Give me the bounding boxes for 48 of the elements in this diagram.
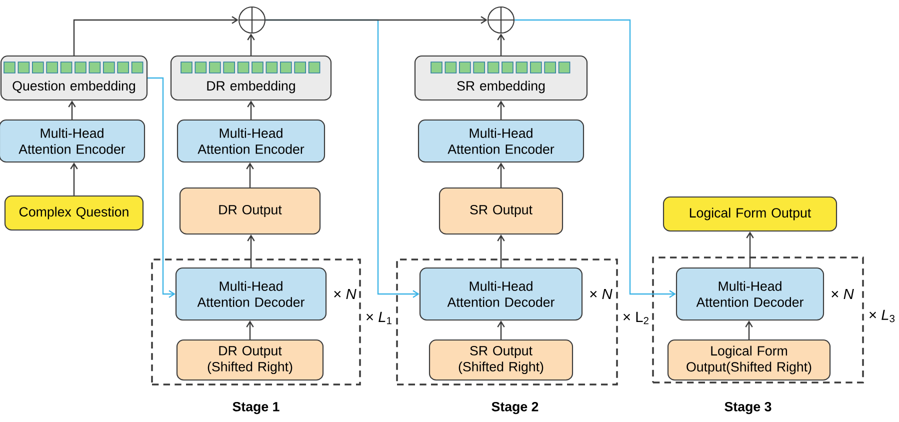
layer-count: × N <box>334 288 356 300</box>
arrow <box>266 16 488 24</box>
attention-box: Multi-Head Attention Encoder <box>176 119 326 163</box>
attention-box: Multi-Head Attention Decoder <box>419 267 583 321</box>
arrow <box>497 162 505 188</box>
arrow <box>246 162 254 188</box>
arrow <box>247 34 255 56</box>
arrow <box>497 34 505 56</box>
repeat-count: × L$_{1}$ <box>366 312 392 324</box>
arrow <box>246 320 254 340</box>
layer-count: × N <box>590 288 612 300</box>
repeat-block-frame <box>396 258 618 386</box>
output-box: DR Output <box>179 187 321 235</box>
stage-label: Stage 1 <box>232 402 280 414</box>
attention-box: Multi-Head Attention Decoder <box>175 267 327 321</box>
connector <box>148 77 176 298</box>
repeat-count: × L$_{2}$ <box>624 312 648 324</box>
embedding-box: SR embedding <box>414 55 588 101</box>
layer-count: × N <box>832 288 854 300</box>
connector <box>514 19 676 298</box>
attention-box: Multi-Head Attention Encoder <box>418 119 584 163</box>
output-box: SR Output (Shifted Right) <box>428 339 574 381</box>
sum-circle <box>238 6 266 34</box>
repeat-block-frame <box>652 256 864 384</box>
output-box: DR Output (Shifted Right) <box>176 339 324 381</box>
arrow <box>247 100 255 120</box>
arrow <box>497 100 505 120</box>
arrow <box>247 234 255 268</box>
embedding-box: DR embedding <box>170 55 332 101</box>
arrow <box>70 162 78 196</box>
arrow <box>746 232 754 268</box>
stage-label: Stage 3 <box>724 402 772 414</box>
output-box: SR Output <box>438 187 564 235</box>
attention-box: Multi-Head Attention Decoder <box>676 267 824 321</box>
stage-label: Stage 2 <box>492 402 538 414</box>
arrow <box>497 234 505 268</box>
repeat-block-frame <box>151 258 361 386</box>
arrow <box>68 100 76 120</box>
sum-circle <box>487 6 515 34</box>
arrow <box>497 320 505 340</box>
input-box: Complex Question <box>4 195 144 231</box>
arrow <box>745 320 753 340</box>
output-box: Logical Form Output(Shifted Right) <box>667 339 831 381</box>
repeat-count: × L$_{3}$ <box>870 310 895 322</box>
attention-box: Multi-Head Attention Encoder <box>0 119 146 163</box>
arrow <box>73 16 238 56</box>
input-box: Logical Form Output <box>662 196 838 232</box>
embedding-box: Question embedding <box>0 55 148 101</box>
